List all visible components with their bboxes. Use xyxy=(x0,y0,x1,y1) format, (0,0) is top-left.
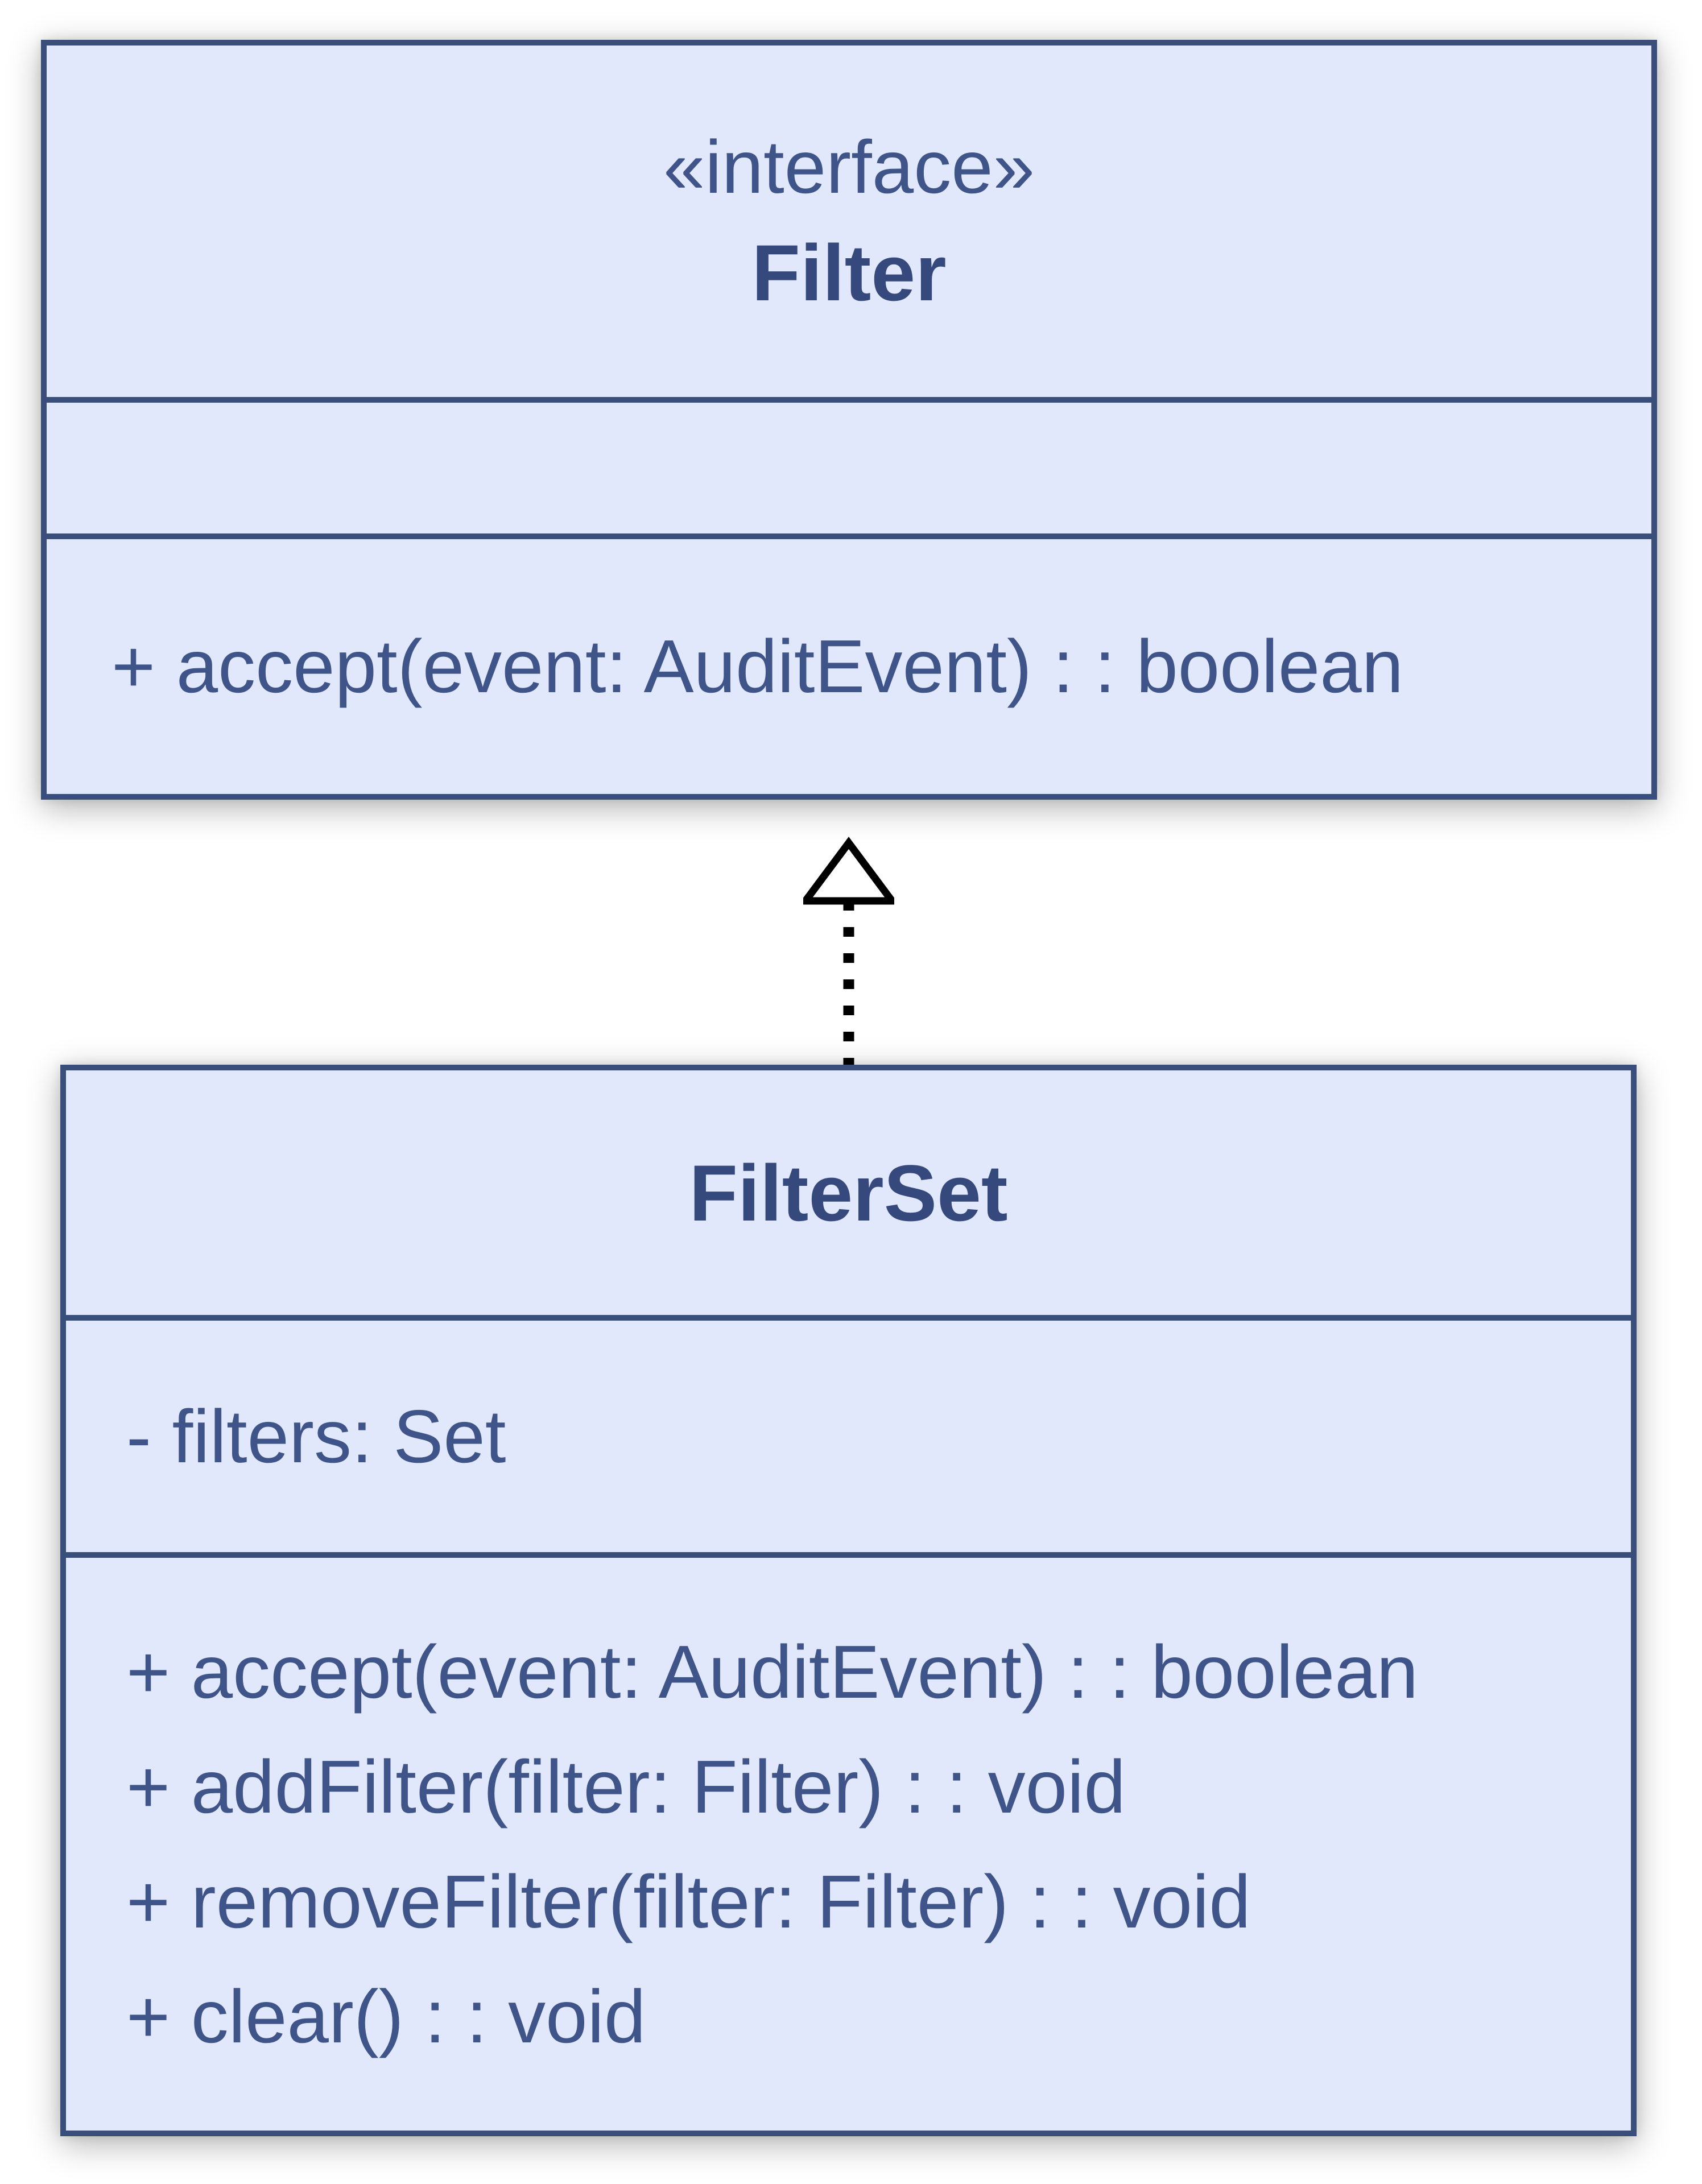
hollow-triangle-arrowhead-icon xyxy=(803,837,894,905)
method-item: + clear() : : void xyxy=(126,1974,646,2058)
method-item: + accept(event: AuditEvent) : : boolean xyxy=(111,624,1404,708)
attribute-item: - filters: Set xyxy=(126,1394,506,1478)
method-item: + accept(event: AuditEvent) : : boolean xyxy=(126,1629,1419,1714)
realization-arrow xyxy=(803,837,894,1065)
methods-compartment-filter: + accept(event: AuditEvent) : : boolean xyxy=(47,533,1651,794)
class-header-filter: «interface» Filter xyxy=(47,46,1651,397)
class-name-filterset: FilterSet xyxy=(689,1148,1008,1238)
stereotype-label: «interface» xyxy=(663,125,1035,209)
class-header-filterset: FilterSet xyxy=(66,1070,1631,1315)
method-item: + removeFilter(filter: Filter) : : void xyxy=(126,1859,1251,1943)
attributes-compartment-filterset: - filters: Set xyxy=(66,1315,1631,1552)
method-item: + addFilter(filter: Filter) : : void xyxy=(126,1744,1126,1829)
class-box-filterset: FilterSet - filters: Set + accept(event:… xyxy=(60,1065,1637,2136)
attributes-compartment-filter xyxy=(47,397,1651,533)
class-name-filter: Filter xyxy=(751,228,947,318)
class-box-filter: «interface» Filter + accept(event: Audit… xyxy=(41,40,1657,800)
methods-compartment-filterset: + accept(event: AuditEvent) : : boolean … xyxy=(66,1552,1631,2131)
